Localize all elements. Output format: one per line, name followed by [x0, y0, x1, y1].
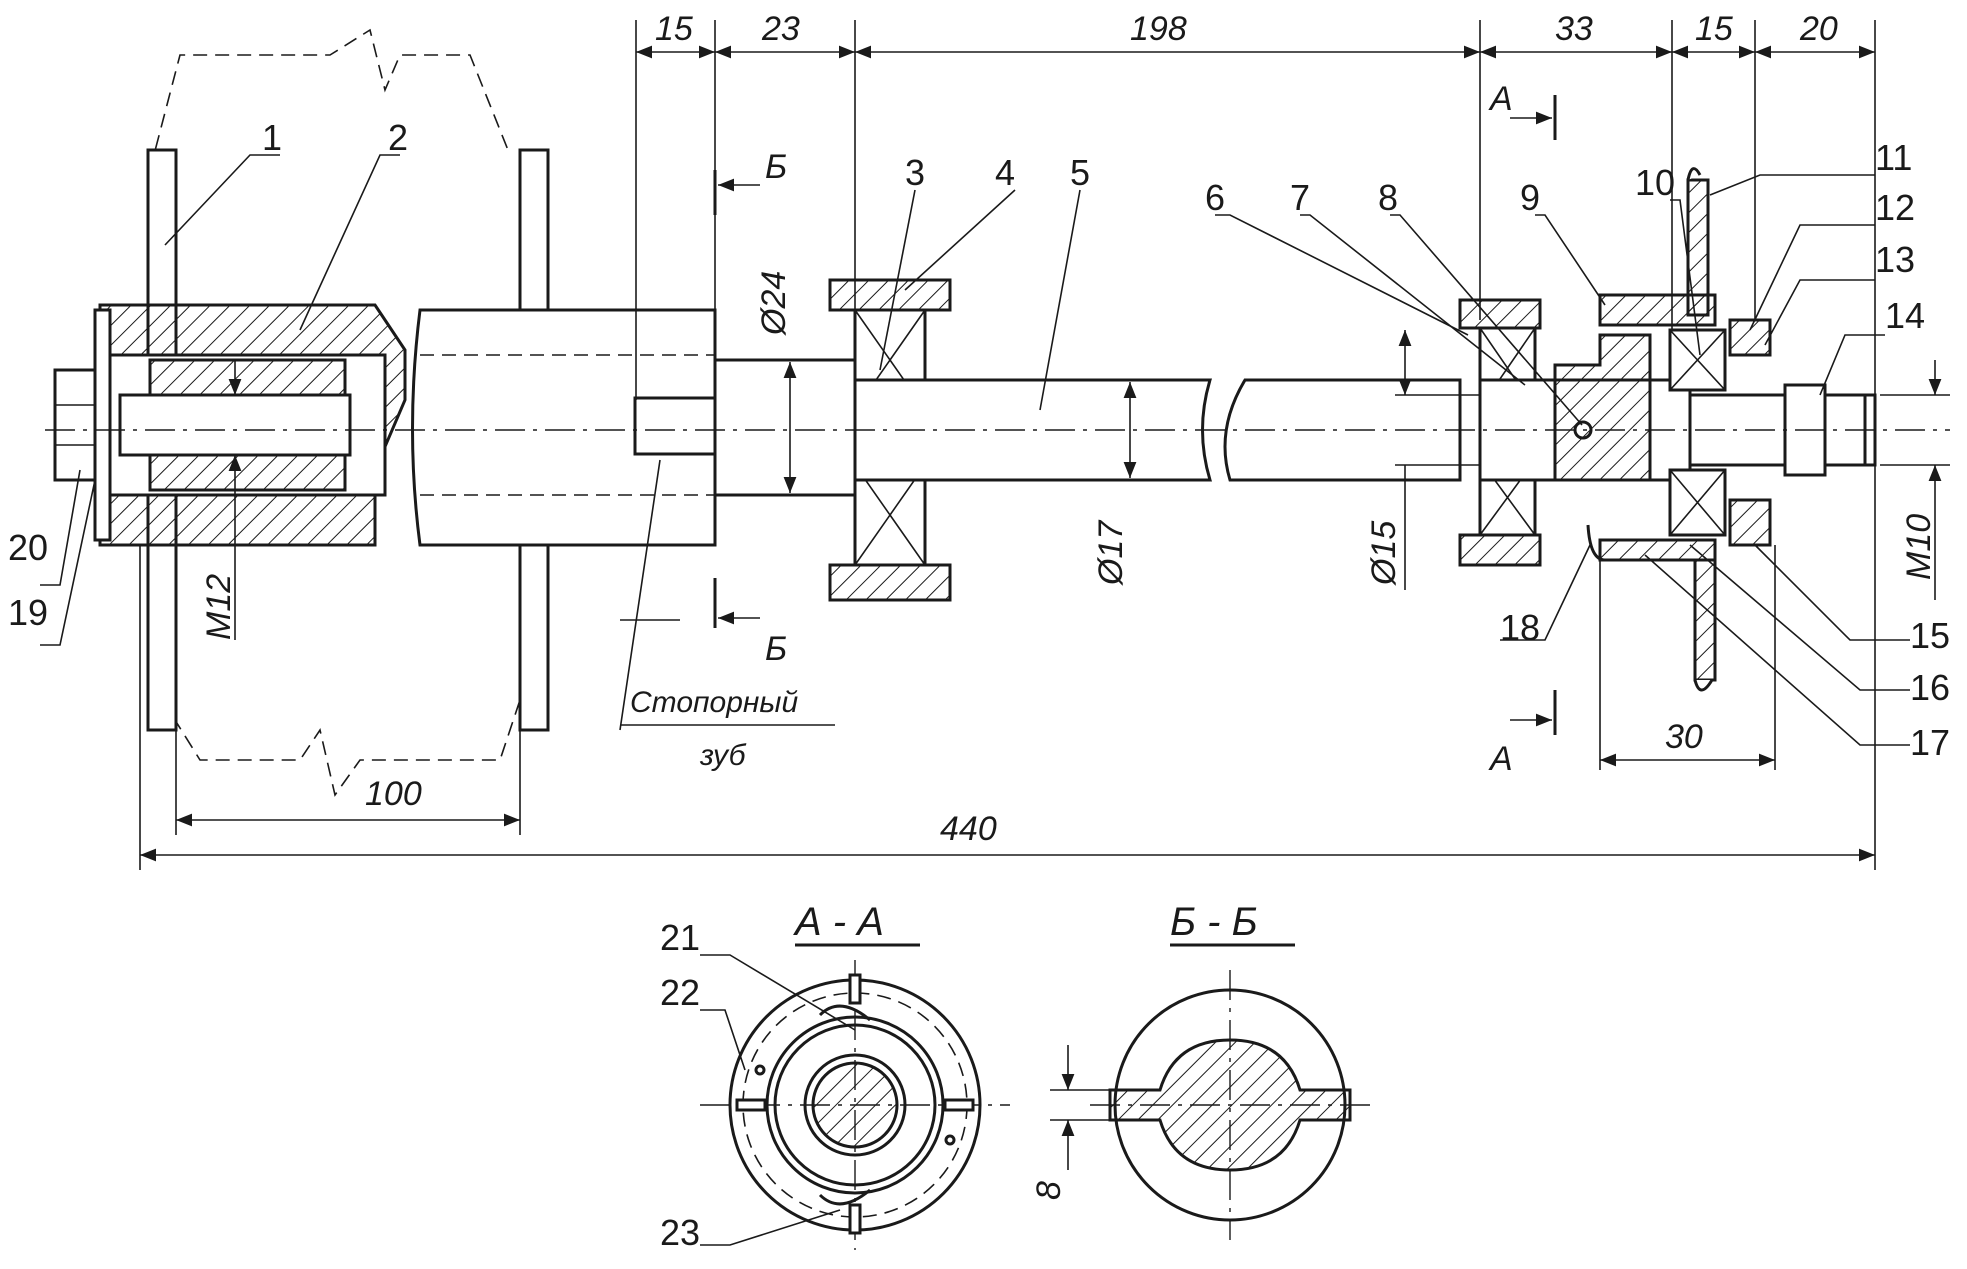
callout-15: 15 [1910, 615, 1950, 656]
axle-stub [411, 308, 717, 547]
callout-18: 18 [1500, 607, 1540, 648]
dim-30: 30 [1665, 718, 1703, 756]
bearing-housing-4 [828, 278, 952, 312]
callout-6: 6 [1205, 177, 1225, 218]
dim-33: 33 [1555, 10, 1593, 48]
note-stop-tooth-line2: зуб [699, 739, 747, 772]
dim-dia-15: Ø15 [1365, 521, 1403, 586]
dim-dia-17: Ø17 [1092, 520, 1130, 586]
callout-23: 23 [660, 1212, 700, 1253]
callout-19: 19 [8, 592, 48, 633]
dim-m12: M12 [200, 574, 238, 640]
callout-8: 8 [1378, 177, 1398, 218]
section-aa-view [700, 954, 1010, 1250]
callout-5: 5 [1070, 152, 1090, 193]
stop-tooth-note: Стопорный зуб [620, 686, 835, 772]
dim-15-right: 15 [1695, 10, 1733, 48]
sprocket-11-bottom [1693, 558, 1717, 682]
callout-20: 20 [8, 527, 48, 568]
bearing-housing-6-top [1458, 298, 1542, 330]
section-mark-a-bottom: А [1488, 740, 1513, 778]
washer-19 [93, 308, 112, 542]
dim-m10: M10 [1900, 514, 1938, 580]
wheel-assembly [53, 28, 717, 797]
callout-10: 10 [1635, 162, 1675, 203]
bearing-housing-6-bottom [1458, 533, 1542, 567]
section-bb-view [1050, 970, 1370, 1240]
dim-23: 23 [761, 10, 800, 48]
dimension-lines [139, 20, 1950, 870]
shaft-5-right [1223, 378, 1462, 482]
callout-11: 11 [1875, 137, 1912, 178]
spacer-13 [1728, 498, 1772, 547]
pawl-21 [818, 1004, 871, 1022]
sprocket-11-top [1686, 178, 1710, 317]
bearing-housing-4-bottom [828, 563, 952, 602]
callout-labels: 1 2 3 4 5 6 7 8 9 10 11 12 13 14 15 16 1… [8, 117, 1950, 1253]
section-aa-title: А - А [793, 900, 884, 944]
freewheel-hub [1553, 333, 1652, 482]
section-bb-title: Б - Б [1170, 900, 1258, 944]
shaft-5-left [853, 378, 1213, 482]
callout-14: 14 [1885, 295, 1925, 336]
callout-1: 1 [262, 117, 282, 158]
section-labels: Б Б А А А - А Б - Б [765, 80, 1513, 947]
dim-440: 440 [940, 810, 997, 848]
callout-22: 22 [660, 972, 700, 1013]
callout-3: 3 [905, 152, 925, 193]
section-mark-b-top: Б [765, 148, 787, 186]
callout-16: 16 [1910, 667, 1950, 708]
spacer-12 [1728, 318, 1772, 357]
section-mark-a-top: А [1488, 80, 1513, 118]
stop-tooth [633, 396, 717, 456]
pawl-23 [818, 1188, 871, 1206]
dim-20: 20 [1799, 10, 1838, 48]
callout-13: 13 [1875, 239, 1915, 280]
thread-bore [118, 393, 352, 457]
callout-12: 12 [1875, 187, 1915, 228]
callout-2: 2 [388, 117, 408, 158]
dimension-labels: 15 23 198 33 15 20 100 440 30 Ø24 Ø17 Ø1… [200, 10, 1938, 1200]
dim-dia-24: Ø24 [755, 271, 793, 336]
freewheel-ring-bottom [1598, 538, 1717, 562]
wheel-outline-top [149, 28, 511, 171]
callout-21: 21 [660, 917, 700, 958]
dim-15-left: 15 [655, 10, 693, 48]
callout-17: 17 [1910, 722, 1950, 763]
dim-198: 198 [1130, 10, 1187, 48]
section-markers [713, 95, 1557, 735]
clip-18 [1586, 524, 1606, 562]
dim-key-8: 8 [1030, 1181, 1068, 1200]
wheel-outline-bottom [149, 679, 526, 797]
shaft-assembly [713, 167, 1877, 692]
callout-7: 7 [1290, 177, 1310, 218]
leader-lines [40, 154, 1910, 746]
callout-9: 9 [1520, 177, 1540, 218]
shaft-collar [713, 358, 857, 497]
callout-4: 4 [995, 152, 1015, 193]
section-mark-b-bottom: Б [765, 630, 787, 668]
bolt-head-20 [53, 368, 97, 482]
note-stop-tooth-line1: Стопорный [630, 686, 798, 719]
dim-100: 100 [365, 775, 422, 813]
